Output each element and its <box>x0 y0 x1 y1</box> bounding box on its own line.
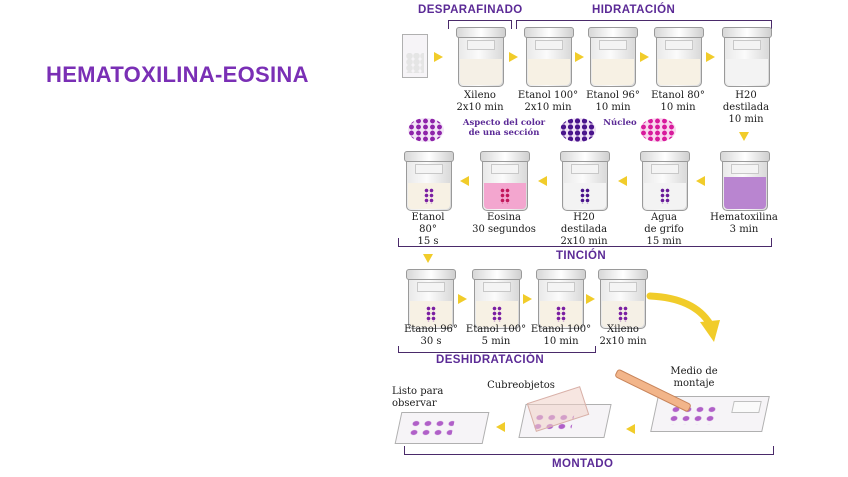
arrow-right <box>458 294 467 304</box>
section-montado: MONTADO <box>552 458 614 470</box>
arrow-down <box>423 254 433 263</box>
page-title: HEMATOXILINA-EOSINA <box>46 62 309 87</box>
curved-arrow <box>646 292 720 342</box>
jar-etanol-100-2 <box>472 269 522 329</box>
label-etanol-96: Etanol 96°10 min <box>586 90 640 113</box>
arrow-right <box>706 52 715 62</box>
label-etanol-96-2: Etanol 96°30 s <box>404 324 458 347</box>
label-etanol-80: Etanol 80°10 min <box>651 90 705 113</box>
arrow-down <box>739 132 749 141</box>
jar-h2o-1 <box>722 27 772 87</box>
jar-etanol-80-2 <box>404 151 454 211</box>
bracket-desparafinado <box>448 20 512 29</box>
jar-eosina <box>480 151 530 211</box>
jar-etanol-80-1 <box>654 27 704 87</box>
section-color-circle <box>408 118 444 142</box>
section-desparafinado: DESPARAFINADO <box>418 4 523 16</box>
arrow-left <box>618 176 627 186</box>
jar-etanol-100-1 <box>524 27 574 87</box>
jar-agua-grifo <box>640 151 690 211</box>
section-deshidratacion: DESHIDRATACIÓN <box>436 354 545 366</box>
hematoxilina-circle <box>640 118 676 142</box>
label-etanol-100-3: Etanol 100°10 min <box>530 324 592 347</box>
sample-slide <box>402 34 428 78</box>
bracket-deshidratacion <box>398 346 596 353</box>
final-slide <box>394 412 490 444</box>
arrow-left <box>496 422 505 432</box>
nucleus-circle <box>560 118 596 142</box>
jar-hematoxilina <box>720 151 770 211</box>
arrow-right <box>640 52 649 62</box>
arrow-left <box>626 424 635 434</box>
bracket-montado <box>404 446 774 455</box>
arrow-left <box>538 176 547 186</box>
jar-etanol-100-3 <box>536 269 586 329</box>
arrow-right <box>523 294 532 304</box>
jar-h2o-2 <box>560 151 610 211</box>
bracket-hidratacion <box>516 20 772 29</box>
jar-etanol-96-1 <box>588 27 638 87</box>
arrow-left <box>696 176 705 186</box>
label-etanol-100-2: Etanol 100°5 min <box>465 324 527 347</box>
jar-xileno-1 <box>456 27 506 87</box>
jar-xileno-2 <box>598 269 648 329</box>
arrow-right <box>586 294 595 304</box>
arrow-right <box>434 52 443 62</box>
bracket-tincion <box>398 238 772 247</box>
jar-etanol-96-2 <box>406 269 456 329</box>
arrow-right <box>575 52 584 62</box>
label-etanol-100: Etanol 100°2x10 min <box>517 90 579 113</box>
section-tincion: TINCIÓN <box>556 250 607 262</box>
note-nucleo: Núcleo <box>603 118 637 128</box>
arrow-left <box>460 176 469 186</box>
arrow-right <box>509 52 518 62</box>
label-cubreobjetos: Cubreobjetos <box>487 380 555 391</box>
section-hidratacion: HIDRATACIÓN <box>592 4 676 16</box>
